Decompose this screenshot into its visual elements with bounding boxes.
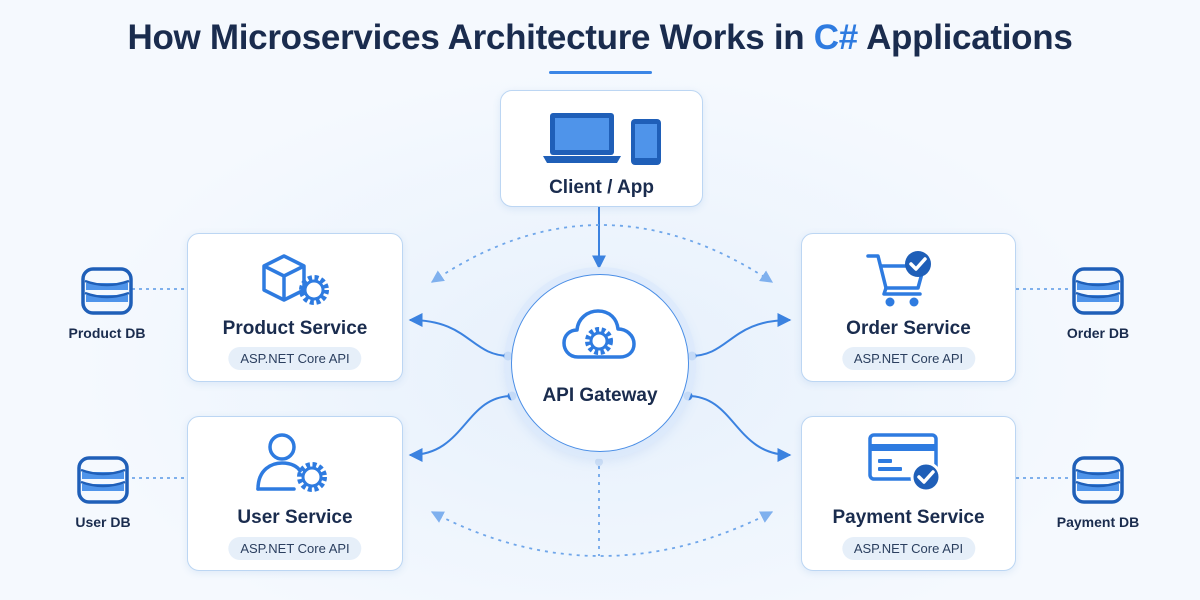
user-gear-icon [256,433,327,492]
product-service-tech-badge: ASP.NET Core API [228,347,362,370]
gateway-to-user-link [408,395,513,462]
api-gateway-label: API Gateway [542,385,658,406]
tablet-icon [631,119,661,165]
database-icon [1072,456,1124,504]
database-icon [1072,267,1124,315]
database-icon [81,267,133,315]
database-icon [77,456,129,504]
user-service-card: User Service ASP.NET Core API [187,416,403,571]
lower-dotted-arc [430,511,774,557]
order-service-tech-badge: ASP.NET Core API [841,347,976,370]
user-service-tech-badge: ASP.NET Core API [228,537,362,560]
page-title: How Microservices Architecture Works in … [0,18,1200,58]
title-prefix: How Microservices Architecture Works in [127,18,814,57]
gateway-port-right-bottom [683,391,693,401]
user-service-title: User Service [237,507,353,528]
payment-db-label: Payment DB [1056,514,1140,530]
card-check-icon [868,433,942,493]
gateway-port-left-top [503,351,513,361]
api-gateway-node: API Gateway [511,274,689,452]
order-service-card: Order Service ASP.NET Core API [801,233,1016,382]
order-db-label: Order DB [1066,325,1130,341]
product-service-title: Product Service [222,318,368,339]
title-underline [549,71,652,74]
title-suffix: Applications [857,18,1073,57]
gateway-to-product-link [408,313,511,357]
product-db: Product DB [47,263,167,341]
user-db: User DB [43,452,163,530]
gateway-to-payment-link [687,395,792,462]
gateway-port-right-top [687,351,697,361]
cube-gear-icon [262,254,329,305]
gateway-port-bottom [595,458,603,466]
cloud-gear-icon [562,309,636,359]
payment-service-title: Payment Service [832,507,985,528]
payment-db: Payment DB [1038,452,1158,530]
order-service-title: Order Service [846,318,971,339]
cart-check-icon [866,251,931,307]
gateway-port-left-bottom [507,391,517,401]
client-label: Client / App [549,177,654,198]
gateway-to-order-link [689,313,792,357]
product-service-card: Product Service ASP.NET Core API [187,233,403,382]
client-app-card: Client / App [500,90,703,207]
payment-service-card: Payment Service ASP.NET Core API [801,416,1016,571]
title-accent: C# [813,18,858,57]
user-db-label: User DB [75,514,131,530]
laptop-icon [543,113,621,163]
payment-service-tech-badge: ASP.NET Core API [841,537,976,560]
product-db-label: Product DB [68,325,146,341]
order-db: Order DB [1038,263,1158,341]
